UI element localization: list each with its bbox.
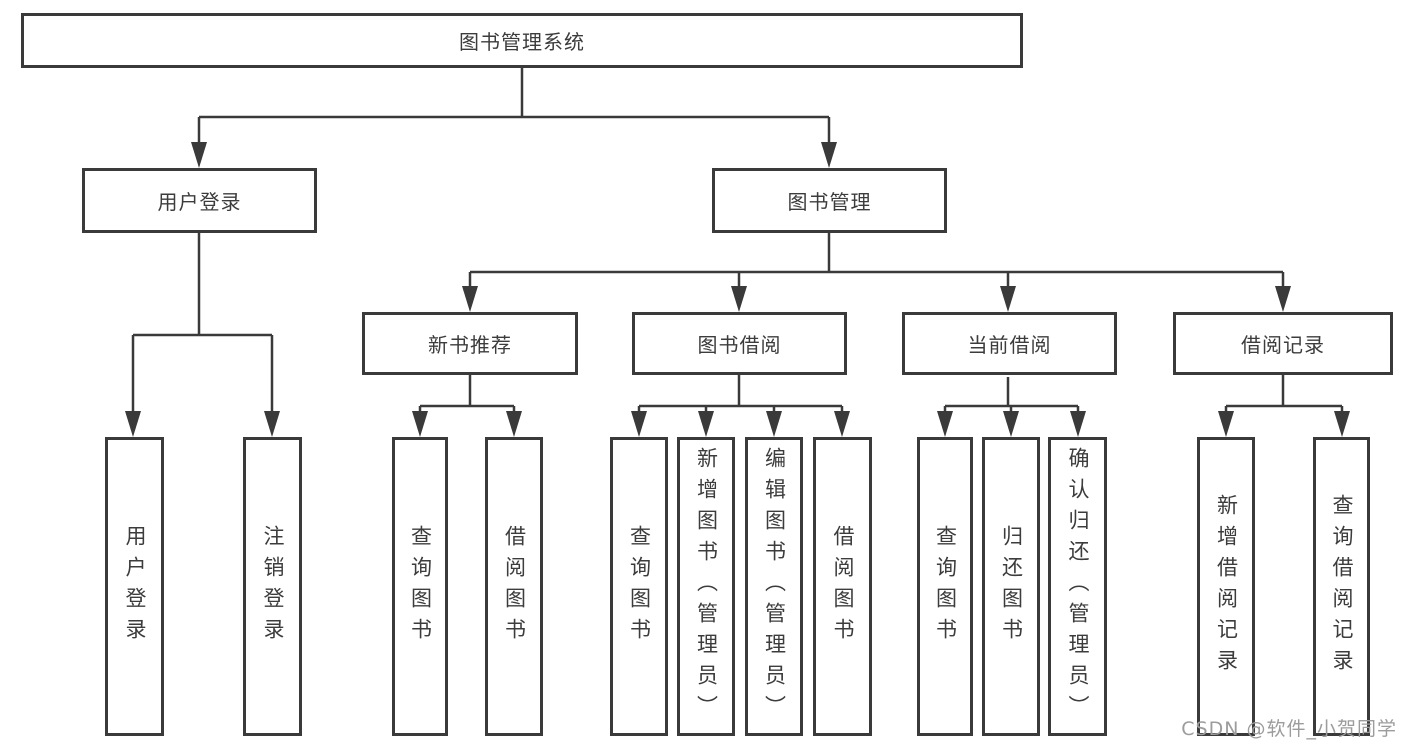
- leaf-add-books-admin: 新增图书（管理员）: [677, 437, 735, 736]
- leaf-add-borrow-record-label: 新增借阅记录: [1214, 493, 1239, 680]
- node-book-borrow: 图书借阅: [632, 312, 847, 375]
- node-user-login-label: 用户登录: [157, 190, 242, 214]
- leaf-borrow-books-2-label: 借阅图书: [831, 524, 855, 649]
- arrowhead-icon: [1000, 286, 1016, 312]
- leaf-query-books-3-label: 查询图书: [933, 524, 958, 649]
- leaf-return-books: 归还图书: [982, 437, 1040, 736]
- arrowhead-icon: [834, 411, 850, 437]
- arrowhead-icon: [1003, 411, 1019, 437]
- node-new-book-recommend-label: 新书推荐: [428, 333, 512, 357]
- arrowhead-icon: [731, 286, 747, 312]
- leaf-query-books-2: 查询图书: [610, 437, 668, 736]
- connector-currentborrow-to-leaves: [943, 377, 1080, 415]
- leaf-query-books-1: 查询图书: [392, 437, 448, 736]
- arrowhead-icon: [462, 286, 478, 312]
- leaf-query-borrow-record: 查询借阅记录: [1313, 437, 1370, 736]
- arrowhead-icon: [264, 411, 280, 437]
- node-root-label: 图书管理系统: [459, 30, 585, 54]
- leaf-add-books-admin-label: 新增图书（管理员）: [694, 447, 719, 726]
- node-borrow-records: 借阅记录: [1173, 312, 1393, 375]
- leaf-logout: 注销登录: [243, 437, 302, 736]
- node-root: 图书管理系统: [21, 13, 1023, 68]
- leaf-confirm-return-admin: 确认归还（管理员）: [1048, 437, 1107, 736]
- node-current-borrow-label: 当前借阅: [967, 333, 1052, 357]
- arrowhead-icon: [506, 411, 522, 437]
- leaf-query-borrow-record-label: 查询借阅记录: [1330, 493, 1354, 680]
- leaf-logout-label: 注销登录: [261, 524, 285, 649]
- node-book-management-label: 图书管理: [787, 190, 872, 214]
- node-book-management: 图书管理: [712, 168, 947, 233]
- connector-userlogin-to-leaves: [131, 233, 274, 415]
- connector-bookborrow-to-leaves: [637, 375, 844, 415]
- arrowhead-icon: [1070, 411, 1086, 437]
- leaf-confirm-return-admin-label: 确认归还（管理员）: [1066, 447, 1090, 726]
- leaf-borrow-books-1-label: 借阅图书: [502, 524, 527, 649]
- arrowhead-icon: [937, 411, 953, 437]
- node-book-borrow-label: 图书借阅: [697, 333, 782, 357]
- arrowhead-icon: [821, 142, 837, 168]
- connector-root-to-level2: [197, 68, 831, 146]
- arrowhead-icon: [191, 142, 207, 168]
- node-new-book-recommend: 新书推荐: [362, 312, 578, 375]
- node-borrow-records-label: 借阅记录: [1241, 333, 1325, 357]
- arrowhead-icon: [698, 411, 714, 437]
- leaf-query-books-1-label: 查询图书: [408, 524, 433, 649]
- arrowhead-icon: [631, 411, 647, 437]
- csdn-watermark: CSDN @软件_小贺同学: [1181, 718, 1397, 740]
- connector-newbook-to-leaves: [418, 375, 516, 415]
- arrowhead-icon: [1275, 286, 1291, 312]
- leaf-user-login: 用户登录: [105, 437, 164, 736]
- arrowhead-icon: [766, 411, 782, 437]
- leaf-edit-books-admin: 编辑图书（管理员）: [745, 437, 803, 736]
- leaf-add-borrow-record: 新增借阅记录: [1197, 437, 1255, 736]
- leaf-edit-books-admin-label: 编辑图书（管理员）: [762, 447, 787, 726]
- leaf-borrow-books-2: 借阅图书: [813, 437, 872, 736]
- arrowhead-icon: [125, 411, 141, 437]
- arrowhead-icon: [1218, 411, 1234, 437]
- arrowhead-icon: [1334, 411, 1350, 437]
- leaf-query-books-3: 查询图书: [917, 437, 973, 736]
- leaf-return-books-label: 归还图书: [999, 524, 1024, 649]
- node-user-login: 用户登录: [82, 168, 317, 233]
- arrowheads: [125, 142, 1350, 437]
- leaf-borrow-books-1: 借阅图书: [485, 437, 543, 736]
- node-current-borrow: 当前借阅: [902, 312, 1117, 375]
- leaf-user-login-label: 用户登录: [123, 524, 147, 649]
- connector-borrowrecords-to-leaves: [1224, 375, 1344, 415]
- arrowhead-icon: [412, 411, 428, 437]
- connector-bookmgmt-to-level3: [468, 233, 1285, 290]
- leaf-query-books-2-label: 查询图书: [627, 524, 652, 649]
